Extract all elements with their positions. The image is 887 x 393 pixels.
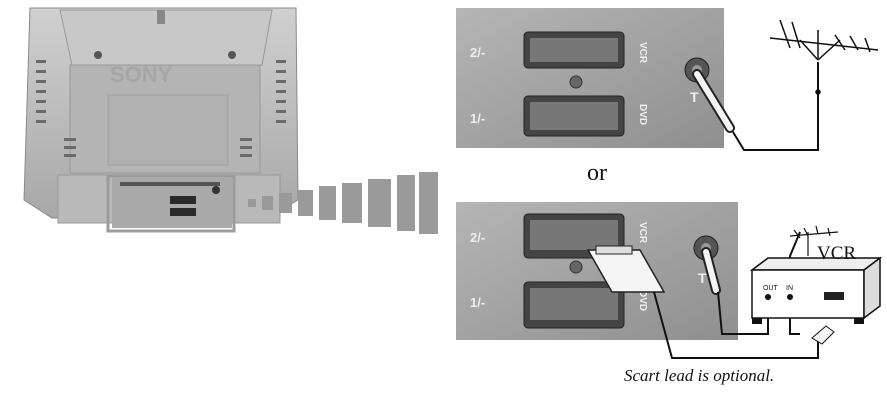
input-2-label: 2/- — [470, 45, 485, 60]
scart-lead — [653, 291, 819, 359]
scart-vcr-label: VCR — [637, 222, 648, 244]
vcr-device: OUT IN — [749, 256, 883, 345]
zoom-highlight-frame — [106, 174, 236, 233]
aerial-icon: T — [690, 89, 699, 105]
input-2-label: 2/- — [470, 230, 485, 245]
scart-dvd-label: DVD — [637, 290, 648, 311]
brand-logo: SONY — [110, 62, 173, 87]
aerial-icon: T — [698, 270, 707, 286]
tv-back-photo: SONY — [23, 7, 299, 233]
scart-vcr-label: VCR — [637, 42, 648, 64]
antenna-icon — [789, 225, 839, 256]
or-separator: or — [587, 160, 607, 186]
vcr-out-label: OUT — [763, 285, 779, 292]
vcr-in-label: IN — [786, 285, 793, 292]
antenna-icon — [769, 19, 879, 95]
connection-panel-vcr: 2/- 1/- VCR DVD T — [456, 202, 738, 340]
scart-dvd-label: DVD — [637, 104, 648, 125]
input-1-label: 1/- — [470, 111, 485, 126]
input-1-label: 1/- — [470, 295, 485, 310]
connection-panel-aerial: 2/- 1/- VCR DVD T — [456, 8, 735, 148]
aerial-cable — [732, 62, 819, 151]
zoom-indicator — [248, 172, 438, 234]
vcr-label: VCR — [817, 243, 857, 264]
caption: Scart lead is optional. — [624, 366, 775, 385]
